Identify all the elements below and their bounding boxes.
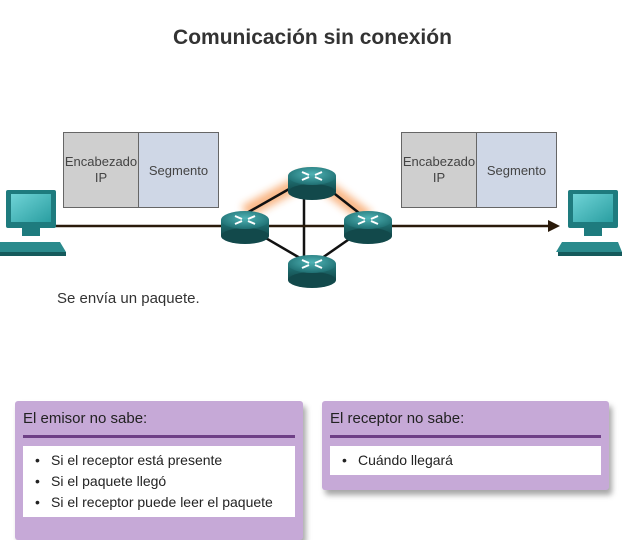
sender-panel-title: El emisor no sabe: [23, 410, 148, 427]
list-item: Si el paquete llegó [23, 471, 295, 492]
segment-box: Segmento [139, 132, 219, 208]
list-item: Cuándo llegará [330, 450, 601, 471]
router-icon [221, 211, 269, 244]
ip-header-box: Encabezado IP [401, 132, 477, 208]
list-item: Si el receptor está presente [23, 450, 295, 471]
packet-left: Encabezado IP Segmento [63, 132, 219, 208]
receiver-list: Cuándo llegará [330, 446, 601, 475]
router-icon [288, 255, 336, 288]
panel-divider [330, 435, 601, 438]
sender-panel: El emisor no sabe: Si el receptor está p… [15, 401, 303, 540]
receiver-panel: El receptor no sabe: Cuándo llegará [322, 401, 609, 490]
router-icon [344, 211, 392, 244]
page-title: Comunicación sin conexión [173, 26, 452, 49]
caption: Se envía un paquete. [57, 290, 200, 307]
list-item: Si el receptor puede leer el paquete [23, 492, 295, 513]
packet-right: Encabezado IP Segmento [401, 132, 557, 208]
ip-header-box: Encabezado IP [63, 132, 139, 208]
segment-box: Segmento [477, 132, 557, 208]
panel-divider [23, 435, 295, 438]
computer-icon [0, 190, 66, 256]
computer-icon [556, 190, 622, 256]
sender-list: Si el receptor está presente Si el paque… [23, 446, 295, 517]
receiver-panel-title: El receptor no sabe: [330, 410, 465, 427]
arrow-icon [55, 220, 560, 232]
router-icon [288, 167, 336, 200]
